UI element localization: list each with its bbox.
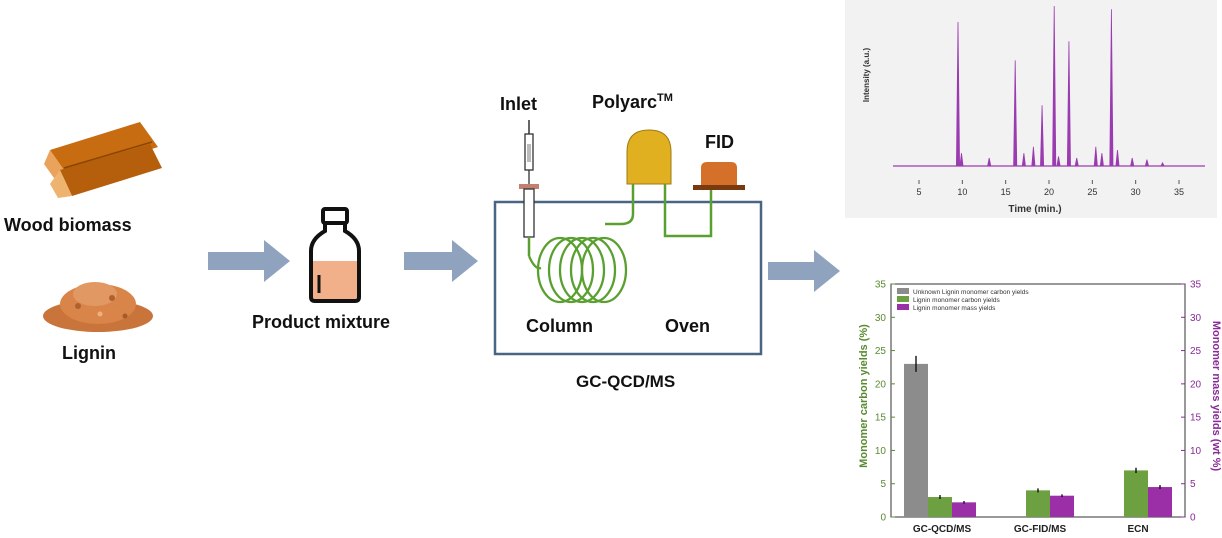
bar-y2-tick-label: 10 bbox=[1190, 446, 1202, 457]
bar-y-tick-label: 15 bbox=[875, 413, 887, 424]
bar-y2-tick-label: 20 bbox=[1190, 379, 1202, 390]
polyarc-icon bbox=[626, 129, 672, 185]
polyarc-label: PolyarcTM bbox=[592, 92, 673, 113]
bar bbox=[1050, 495, 1074, 517]
lignin-label: Lignin bbox=[62, 343, 116, 363]
bar-y2-tick-label: 30 bbox=[1190, 313, 1202, 324]
legend-label: Unknown Lignin monomer carbon yields bbox=[913, 289, 1029, 296]
bar-x-tick-label: GC-FID/MS bbox=[1014, 524, 1067, 535]
chromatogram-peak bbox=[1115, 149, 1120, 167]
bar bbox=[928, 497, 952, 517]
legend-label: Lignin monomer carbon yields bbox=[913, 297, 1000, 304]
chromatogram-peak bbox=[1031, 146, 1036, 167]
bar-y2-tick-label: 35 bbox=[1190, 280, 1202, 291]
arrow-icon bbox=[768, 250, 840, 292]
gc-apparatus-diagram bbox=[493, 120, 763, 356]
column-label: Column bbox=[526, 316, 593, 336]
chromatogram-peak bbox=[959, 153, 964, 167]
chromatogram-peak bbox=[1093, 146, 1098, 167]
chromatogram-chart: Intensity (a.u.) Time (min.) 5 10 15 20 25 30… bbox=[845, 0, 1217, 218]
bar-y2-tick-label: 15 bbox=[1190, 413, 1202, 424]
bar bbox=[952, 502, 976, 517]
bar-y2-axis-label: Monomer mass yields (wt %) bbox=[1210, 321, 1222, 472]
chromatogram-x-tick-label: 5 bbox=[916, 187, 921, 197]
legend-swatch bbox=[897, 304, 909, 310]
chromatogram-peak bbox=[1099, 153, 1104, 167]
arrow-icon bbox=[404, 240, 478, 282]
chromatogram-peak bbox=[1109, 9, 1114, 167]
chromatogram-peak bbox=[1074, 157, 1079, 167]
legend-swatch bbox=[897, 288, 909, 294]
bar bbox=[1124, 470, 1148, 517]
bar-y2-tick-label: 5 bbox=[1190, 479, 1196, 490]
chromatogram-x-tick-label: 30 bbox=[1131, 187, 1141, 197]
bar bbox=[1148, 487, 1172, 517]
product-mixture-label: Product mixture bbox=[252, 312, 391, 332]
chromatogram-peak bbox=[1052, 5, 1057, 167]
chromatogram-peak bbox=[987, 157, 992, 167]
polyarc-label-text: Polyarc bbox=[592, 92, 658, 112]
bar-y-tick-label: 35 bbox=[875, 280, 887, 291]
bar-y-tick-label: 30 bbox=[875, 313, 887, 324]
wood-log-icon bbox=[44, 122, 162, 198]
lignin-powder-icon bbox=[43, 282, 153, 332]
chromatogram-peak bbox=[1013, 60, 1018, 167]
bar-y-tick-label: 10 bbox=[875, 446, 887, 457]
bottle-icon bbox=[309, 207, 361, 303]
syringe-icon bbox=[519, 120, 539, 238]
chromatogram-peak bbox=[1040, 105, 1045, 167]
bar-x-tick-label: ECN bbox=[1127, 524, 1148, 535]
bar-x-tick-label: GC-QCD/MS bbox=[913, 524, 972, 535]
chromatogram-x-tick-label: 25 bbox=[1087, 187, 1097, 197]
chromatogram-peak bbox=[1160, 161, 1165, 167]
chromatogram-x-tick-label: 10 bbox=[957, 187, 967, 197]
bar bbox=[1026, 490, 1050, 517]
fid-icon bbox=[701, 162, 737, 186]
polyarc-trademark: TM bbox=[657, 92, 673, 104]
gc-qcd-ms-label: GC-QCD/MS bbox=[576, 372, 676, 391]
chromatogram-x-tick-label: 35 bbox=[1174, 187, 1184, 197]
inlet-label: Inlet bbox=[500, 94, 538, 114]
chromatogram-x-tick-label: 20 bbox=[1044, 187, 1054, 197]
bar-y-tick-label: 25 bbox=[875, 346, 887, 357]
chromatogram-peak bbox=[1130, 157, 1135, 167]
bar-y2-tick-label: 0 bbox=[1190, 513, 1196, 524]
bar-y-tick-label: 0 bbox=[880, 513, 886, 524]
chromatogram-peak bbox=[1144, 159, 1149, 167]
chromatogram-peak bbox=[956, 21, 960, 167]
column-coil-icon bbox=[536, 236, 628, 304]
chromatogram-x-tick-label: 15 bbox=[1001, 187, 1011, 197]
chromatogram-peak bbox=[1021, 153, 1026, 167]
bar-y-tick-label: 5 bbox=[880, 479, 886, 490]
chromatogram-y-axis-label: Intensity (a.u.) bbox=[862, 48, 871, 103]
wood-biomass-label: Wood biomass bbox=[4, 215, 132, 235]
oven-label: Oven bbox=[665, 316, 711, 336]
legend-label: Lignin monomer mass yields bbox=[913, 305, 996, 312]
legend-swatch bbox=[897, 296, 909, 302]
bar-y-axis-label: Monomer carbon yields (%) bbox=[858, 324, 870, 468]
arrow-icon bbox=[208, 240, 290, 282]
bar-y2-tick-label: 25 bbox=[1190, 346, 1202, 357]
bar-y-tick-label: 20 bbox=[875, 379, 887, 390]
chromatogram-x-axis-label: Time (min.) bbox=[1008, 204, 1061, 215]
bar bbox=[904, 363, 928, 517]
oven-box bbox=[493, 200, 763, 356]
yield-bar-chart: Monomer carbon yields (%) Monomer mass y… bbox=[858, 280, 1222, 536]
chromatogram-peak bbox=[1056, 156, 1061, 167]
fid-label: FID bbox=[705, 132, 734, 152]
chromatogram-peak bbox=[1066, 41, 1071, 167]
